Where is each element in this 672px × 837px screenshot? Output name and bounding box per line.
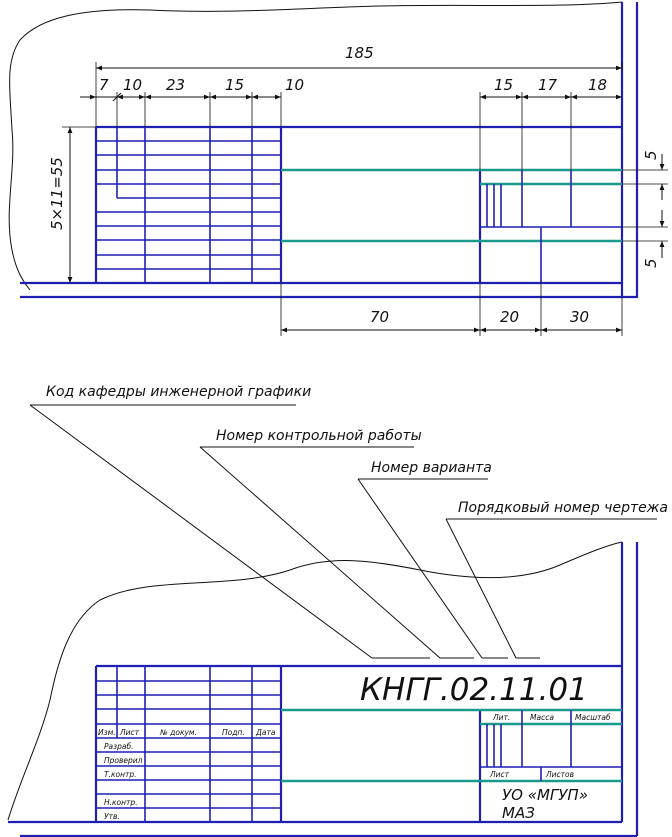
callout-drawing-number: Порядковый номер чертежа <box>458 500 668 516</box>
row-label-approved: Утв. <box>104 812 120 821</box>
cell-lit: Лит. <box>492 713 510 722</box>
bottom-left-grid <box>96 666 281 822</box>
callouts: Код кафедры инженерной графики Номер кон… <box>29 384 668 659</box>
dim-label-23: 23 <box>166 76 185 94</box>
dim-label-20: 20 <box>500 308 519 326</box>
dim-label-10b: 10 <box>285 76 304 94</box>
dim-label-15b: 15 <box>494 76 513 94</box>
designation-code: КНГГ.02.11.01 <box>360 672 588 708</box>
left-rows <box>96 140 281 270</box>
col-header-date: Дата <box>255 728 276 737</box>
col-header-list: Лист <box>119 728 140 737</box>
callout-work-number: Номер контрольной работы <box>216 428 422 444</box>
row-label-norm-control: Н.контр. <box>104 798 138 807</box>
dim-label-185: 185 <box>345 44 374 62</box>
dim-label-70: 70 <box>370 308 389 326</box>
organization-name: УО «МГУП» <box>502 786 588 804</box>
dim-label-30: 30 <box>570 308 589 326</box>
dim-label-5a: 5 <box>642 150 660 160</box>
callout-variant-number: Номер варианта <box>371 460 492 476</box>
right-columns <box>486 170 572 283</box>
dim-label-7: 7 <box>99 76 109 94</box>
dim-label-15a: 15 <box>225 76 244 94</box>
left-columns <box>116 127 253 283</box>
col-header-doc-no: № докум. <box>159 728 197 737</box>
dim-chain-left <box>80 92 281 102</box>
top-title-block-drawing: 185 7 10 23 15 10 15 17 18 5×11=55 5 5 <box>8 1 668 336</box>
tear-line-bottom <box>7 541 623 821</box>
col-header-izm: Изм. <box>98 728 116 737</box>
extension-lines-top <box>95 62 623 170</box>
cell-sheet: Лист <box>489 770 510 779</box>
row-label-checked: Проверил <box>104 756 143 765</box>
dim-label-10a: 10 <box>123 76 142 94</box>
row-label-tech-control: Т.контр. <box>104 770 137 779</box>
cell-scale: Масштаб <box>575 713 611 722</box>
callout-department-code: Код кафедры инженерной графики <box>46 384 311 400</box>
row-label-developed: Разраб. <box>104 742 133 751</box>
dim-label-5b: 5 <box>642 258 660 268</box>
dim-label-17: 17 <box>538 76 558 94</box>
dim-right-5 <box>622 154 668 258</box>
dim-label-55: 5×11=55 <box>48 157 66 230</box>
cell-mass: Масса <box>530 713 554 722</box>
dim-chain-bottom <box>280 283 623 336</box>
tear-line-top <box>8 1 623 291</box>
cell-sheets: Листов <box>545 770 574 779</box>
col-header-sign: Подп. <box>222 728 245 737</box>
bottom-title-block: КНГГ.02.11.01 Изм. Лист № докум. Подп. Д… <box>7 541 639 837</box>
group-name: МАЗ <box>502 804 535 822</box>
dim-label-18: 18 <box>588 76 607 94</box>
